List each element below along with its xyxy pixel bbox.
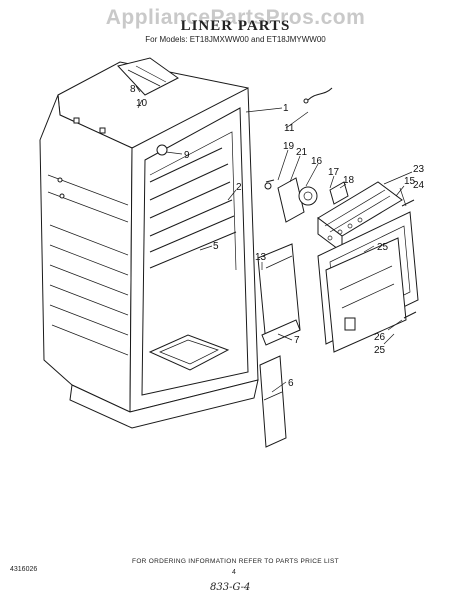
callout-7: 7 [294,335,300,346]
callout-9: 9 [184,150,190,161]
callout-8: 8 [130,84,136,95]
callout-16: 16 [311,156,323,167]
callout-23: 23 [413,164,425,175]
document-number: 4316026 [10,566,38,573]
duct-bracket [261,319,301,346]
callout-10: 10 [136,98,148,109]
callout-24: 24 [413,180,425,191]
ordering-note: FOR ORDERING INFORMATION REFER TO PARTS … [132,558,339,565]
wire-harness [303,87,333,104]
leader-lines [135,85,413,393]
callout-17: 17 [328,167,340,178]
callout-19: 19 [283,141,295,152]
callout-25-lower: 25 [374,345,386,356]
handwritten-note: 833-G-4 [210,582,251,593]
callout-5: 5 [213,241,219,252]
callout-13: 13 [255,252,267,263]
fan-motor-parts [264,177,349,223]
baffle-plate [259,355,287,448]
callout-15: 15 [404,176,416,187]
callout-25-upper: 25 [377,242,389,253]
callout-18: 18 [343,175,355,186]
evaporator-cover-assembly [317,181,419,353]
callout-2: 2 [236,182,242,193]
callout-21: 21 [296,147,308,158]
page-number: 4 [232,569,236,576]
callout-labels: 1 2 5 6 7 8 9 10 11 13 15 16 17 18 19 21… [130,84,425,389]
diagram-title: LINER PARTS [180,18,291,34]
cabinet-liner [39,57,259,429]
callout-11: 11 [284,123,295,134]
model-numbers: For Models: ET18JMXWW00 and ET18JMYWW00 [145,35,326,44]
site-watermark: AppliancePartsPros.com [105,6,366,29]
callout-26: 26 [374,332,386,343]
callout-1: 1 [283,103,289,114]
callout-6: 6 [288,378,294,389]
